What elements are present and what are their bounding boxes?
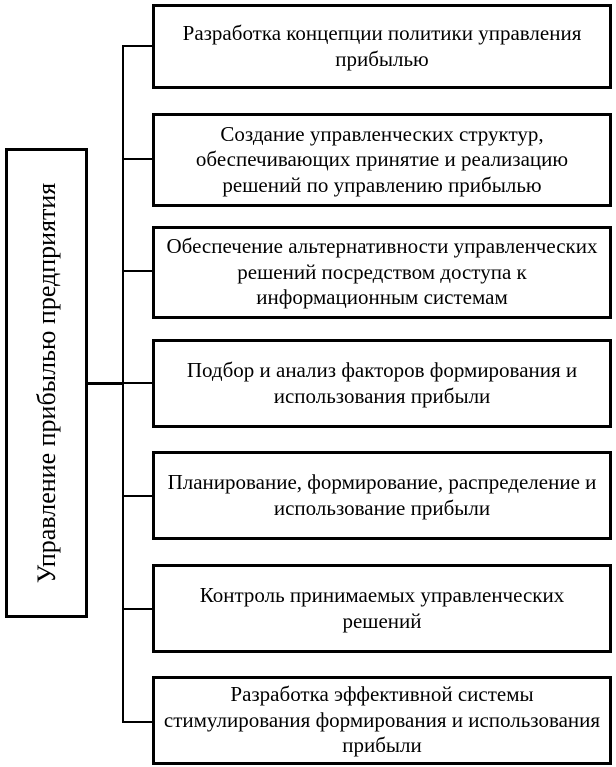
step-text-4: Подбор и анализ факторов формирования и … xyxy=(186,357,578,408)
step-box-1: Разработка концепции политики управления… xyxy=(152,4,612,89)
step-text-5: Планирование, формирование, распределени… xyxy=(167,469,597,520)
step-text-3: Обеспечение альтернативности управленчес… xyxy=(166,234,598,310)
branch-line-7 xyxy=(122,721,152,723)
step-text-2: Создание управленческих структур, обеспе… xyxy=(195,121,569,197)
step-box-5: Планирование, формирование, распределени… xyxy=(152,451,612,540)
branch-line-5 xyxy=(122,495,152,497)
root-node: Управление прибылью предприятия xyxy=(5,148,88,618)
branch-line-6 xyxy=(122,608,152,610)
step-box-6: Контроль принимаемых управленческих реше… xyxy=(152,564,612,653)
branch-line-3 xyxy=(122,270,152,272)
branch-line-4 xyxy=(122,382,152,384)
step-box-7: Разработка эффективной системы стимулиро… xyxy=(152,676,612,765)
step-text-1: Разработка концепции политики управления… xyxy=(182,20,582,71)
step-box-3: Обеспечение альтернативности управленчес… xyxy=(152,226,612,319)
spine-line xyxy=(122,46,124,723)
root-label: Управление прибылью предприятия xyxy=(31,182,61,584)
step-text-6: Контроль принимаемых управленческих реше… xyxy=(199,582,565,633)
branch-line-1 xyxy=(122,45,152,47)
root-connector xyxy=(88,382,124,385)
step-text-7: Разработка эффективной системы стимулиро… xyxy=(163,682,601,758)
step-box-4: Подбор и анализ факторов формирования и … xyxy=(152,339,612,428)
step-box-2: Создание управленческих структур, обеспе… xyxy=(152,113,612,207)
branch-line-2 xyxy=(122,158,152,160)
